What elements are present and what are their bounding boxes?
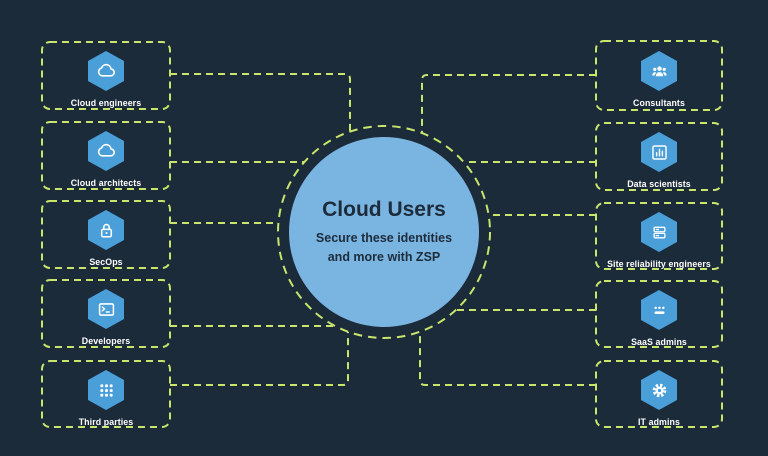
user-box-cloud-architects: Cloud architects [42, 122, 170, 189]
box-label: SaaS admins [631, 337, 687, 347]
lock-icon [88, 210, 124, 250]
center-hub: Cloud Users Secure these identities and … [289, 137, 479, 327]
ellipsis-bar-icon [641, 290, 677, 330]
user-box-data-scientists: Data scientists [595, 123, 723, 190]
box-label: Data scientists [627, 179, 691, 189]
box-outline [595, 280, 723, 348]
box-outline [595, 122, 723, 191]
box-label: SecOps [89, 257, 123, 267]
box-label: Site reliability engineers [607, 259, 711, 269]
box-outline [41, 360, 171, 428]
center-dashed-ring [277, 125, 491, 339]
box-outline [41, 200, 171, 269]
connector-line [170, 73, 351, 132]
hub-subtitle-line2: and more with ZSP [327, 249, 441, 264]
user-box-cloud-engineers: Cloud engineers [42, 42, 170, 109]
people-icon [641, 51, 677, 91]
gear-icon [641, 370, 677, 410]
terminal-icon [88, 289, 124, 329]
box-label: Third parties [78, 417, 134, 427]
bar-chart-icon [641, 132, 677, 172]
box-outline [41, 121, 171, 190]
connector-line [421, 74, 596, 133]
box-outline [595, 202, 723, 270]
user-box-consultants: Consultants [595, 42, 723, 109]
user-box-secops: SecOps [42, 201, 170, 268]
box-outline [41, 41, 171, 110]
box-label: IT admins [638, 417, 680, 427]
box-label: Developers [81, 336, 131, 346]
user-box-third-parties: Third parties [42, 361, 170, 428]
server-stack-icon [641, 212, 677, 252]
hub-title: Cloud Users [322, 197, 446, 221]
box-label: Cloud architects [70, 178, 142, 188]
box-label: Cloud engineers [70, 98, 142, 108]
hub-subtitle: Secure these identities and more with ZS… [316, 229, 452, 267]
user-box-developers: Developers [42, 280, 170, 347]
box-label: Consultants [633, 98, 685, 108]
box-outline [595, 360, 723, 428]
cloud-icon [88, 131, 124, 171]
connector-line [419, 333, 596, 386]
grid-icon [88, 370, 124, 410]
hub-subtitle-line1: Secure these identities [315, 230, 453, 245]
box-outline [41, 279, 171, 348]
connector-line [170, 332, 349, 386]
user-box-site-reliability-engineers: Site reliability engineers [595, 203, 723, 270]
user-box-saas-admins: SaaS admins [595, 281, 723, 348]
user-box-it-admins: IT admins [595, 361, 723, 428]
cloud-icon [88, 51, 124, 91]
